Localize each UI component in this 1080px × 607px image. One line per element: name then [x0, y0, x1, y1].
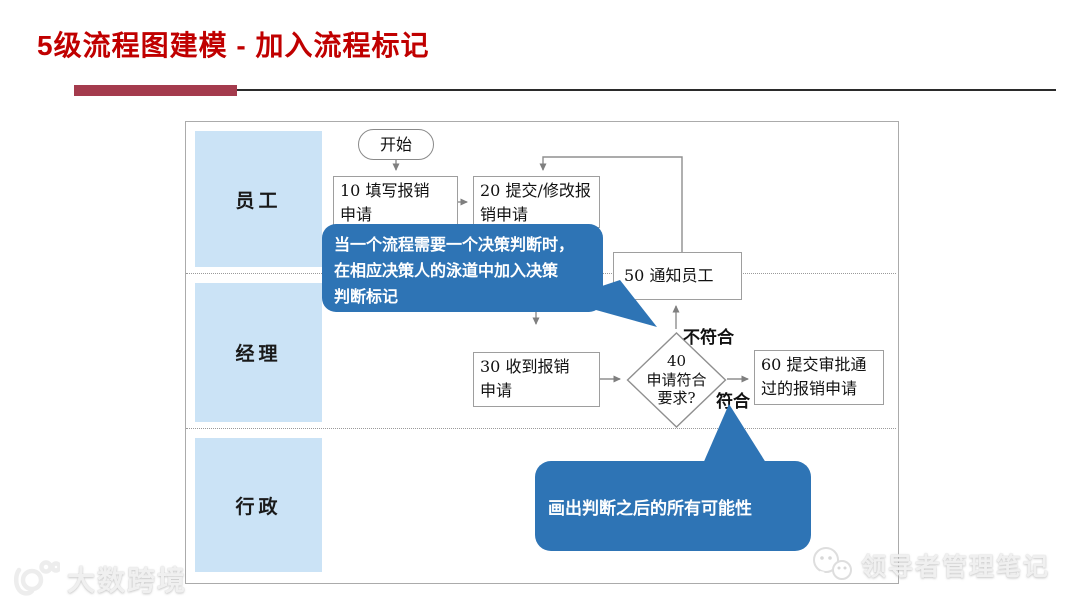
dashukuajing-logo-icon [13, 560, 60, 596]
lane-divider-2 [186, 428, 896, 429]
flow-node-40: 40 申请符合 要求? [646, 351, 707, 408]
decision-diamond-shape [626, 332, 727, 428]
edge-label-compliant: 符合 [716, 392, 750, 412]
wechat-icon [813, 547, 852, 580]
flow-node-start: 开始 [358, 129, 434, 160]
flow-node-30: 30 收到报销 申请 [473, 352, 600, 407]
flow-node-20: 20 提交/修改报 销申请 [473, 176, 600, 228]
callout-decision-note: 当一个流程需要一个决策判断时， 在相应决策人的泳道中加入决策 判断标记 [322, 224, 603, 312]
watermark-bottom-right: 领导者管理笔记 [810, 546, 1050, 584]
flow-node-10: 10 填写报销 申请 [333, 176, 458, 228]
title-accent-bar [74, 85, 237, 96]
watermark-bottom-left: 大数跨境 [10, 558, 187, 600]
swimlane-label-manager: 经理 [195, 283, 322, 422]
page-title: 5级流程图建模 - 加入流程标记 [37, 30, 430, 61]
watermark-left-label: 大数跨境 [67, 565, 188, 596]
flow-node-50: 50 通知员工 [613, 252, 742, 300]
edge-label-not-compliant: 不符合 [683, 328, 734, 348]
swimlane-label-admin: 行政 [195, 438, 322, 572]
callout-possibilities-note: 画出判断之后的所有可能性 [535, 461, 811, 551]
swimlane-label-employee: 员工 [195, 131, 322, 267]
watermark-right-label: 领导者管理笔记 [861, 553, 1051, 581]
title-rule-line [237, 89, 1056, 91]
flow-node-60: 60 提交审批通 过的报销申请 [754, 350, 884, 405]
